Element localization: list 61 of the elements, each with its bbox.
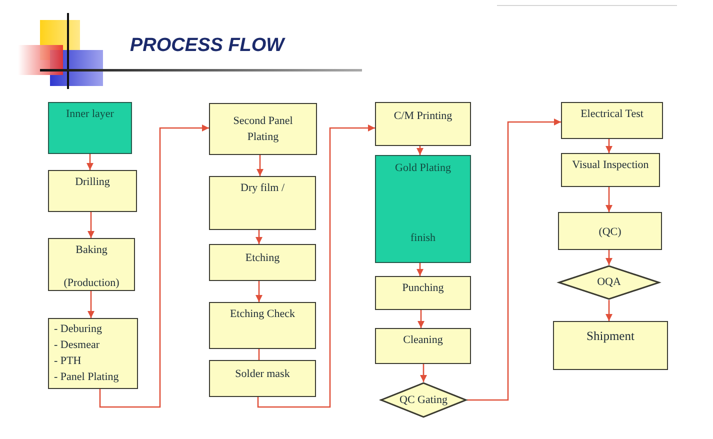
process-box — [375, 276, 471, 310]
process-box — [48, 238, 135, 291]
flow-arrow — [467, 118, 561, 401]
process-box — [561, 153, 660, 187]
flow-arrow — [418, 310, 424, 328]
step-label: Cleaning — [402, 334, 444, 347]
step-label: Gold Plating — [394, 162, 452, 175]
step-label: - Desmear — [54, 339, 100, 352]
step-label: - Deburing — [54, 323, 102, 336]
step-label: Baking — [74, 244, 108, 257]
process-box — [375, 155, 471, 263]
step-label: - PTH — [54, 355, 82, 368]
flow-arrow — [420, 364, 427, 382]
step-label: Drilling — [74, 176, 111, 189]
process-box — [209, 360, 316, 397]
flow-arrow — [257, 124, 375, 408]
step-label: Dry film / — [240, 182, 286, 195]
diagram-title: PROCESS FLOW — [130, 35, 284, 57]
flow-arrow — [256, 281, 262, 302]
flow-arrow — [606, 250, 612, 265]
step-label: Electrical Test — [580, 108, 644, 121]
process-box — [209, 302, 316, 349]
decision-diamond — [558, 265, 660, 300]
flow-arrow — [256, 155, 264, 176]
flow-arrow — [86, 154, 94, 170]
step-label: OQA — [596, 276, 622, 289]
step-label: QC Gating — [398, 394, 448, 406]
process-box — [48, 318, 138, 389]
step-label: Punching — [401, 282, 445, 295]
step-label: Etching Check — [228, 308, 296, 321]
process-box — [553, 321, 668, 370]
process-box — [209, 244, 316, 281]
flow-arrow — [606, 187, 612, 212]
step-label: - Panel Plating — [54, 371, 119, 384]
flow-arrow — [88, 212, 94, 238]
flow-arrow — [416, 146, 424, 155]
process-box — [48, 170, 137, 212]
flow-arrow — [606, 139, 612, 153]
step-label: Shipment — [586, 330, 636, 343]
step-label: Visual Inspection — [571, 159, 650, 172]
flow-arrow — [88, 291, 94, 318]
flow-arrow — [416, 263, 424, 276]
process-box — [561, 102, 663, 139]
connector-line — [258, 349, 260, 360]
step-label: (QC) — [598, 226, 622, 239]
process-box — [375, 328, 471, 364]
step-label: C/M Printing — [392, 110, 454, 123]
process-box — [209, 103, 317, 155]
step-label: Etching — [244, 252, 281, 265]
step-label: (Production) — [62, 277, 120, 290]
step-label: Solder mask — [234, 368, 291, 381]
process-box — [209, 176, 316, 230]
step-label: Inner layer — [65, 108, 115, 121]
step-label: Second Panel Plating — [232, 114, 294, 145]
process-box — [558, 212, 662, 250]
process-box — [48, 102, 132, 154]
flow-arrow — [256, 230, 262, 244]
decision-diamond — [380, 382, 467, 418]
process-box — [375, 102, 471, 146]
flow-arrow — [606, 300, 612, 321]
step-label: finish — [409, 232, 437, 245]
